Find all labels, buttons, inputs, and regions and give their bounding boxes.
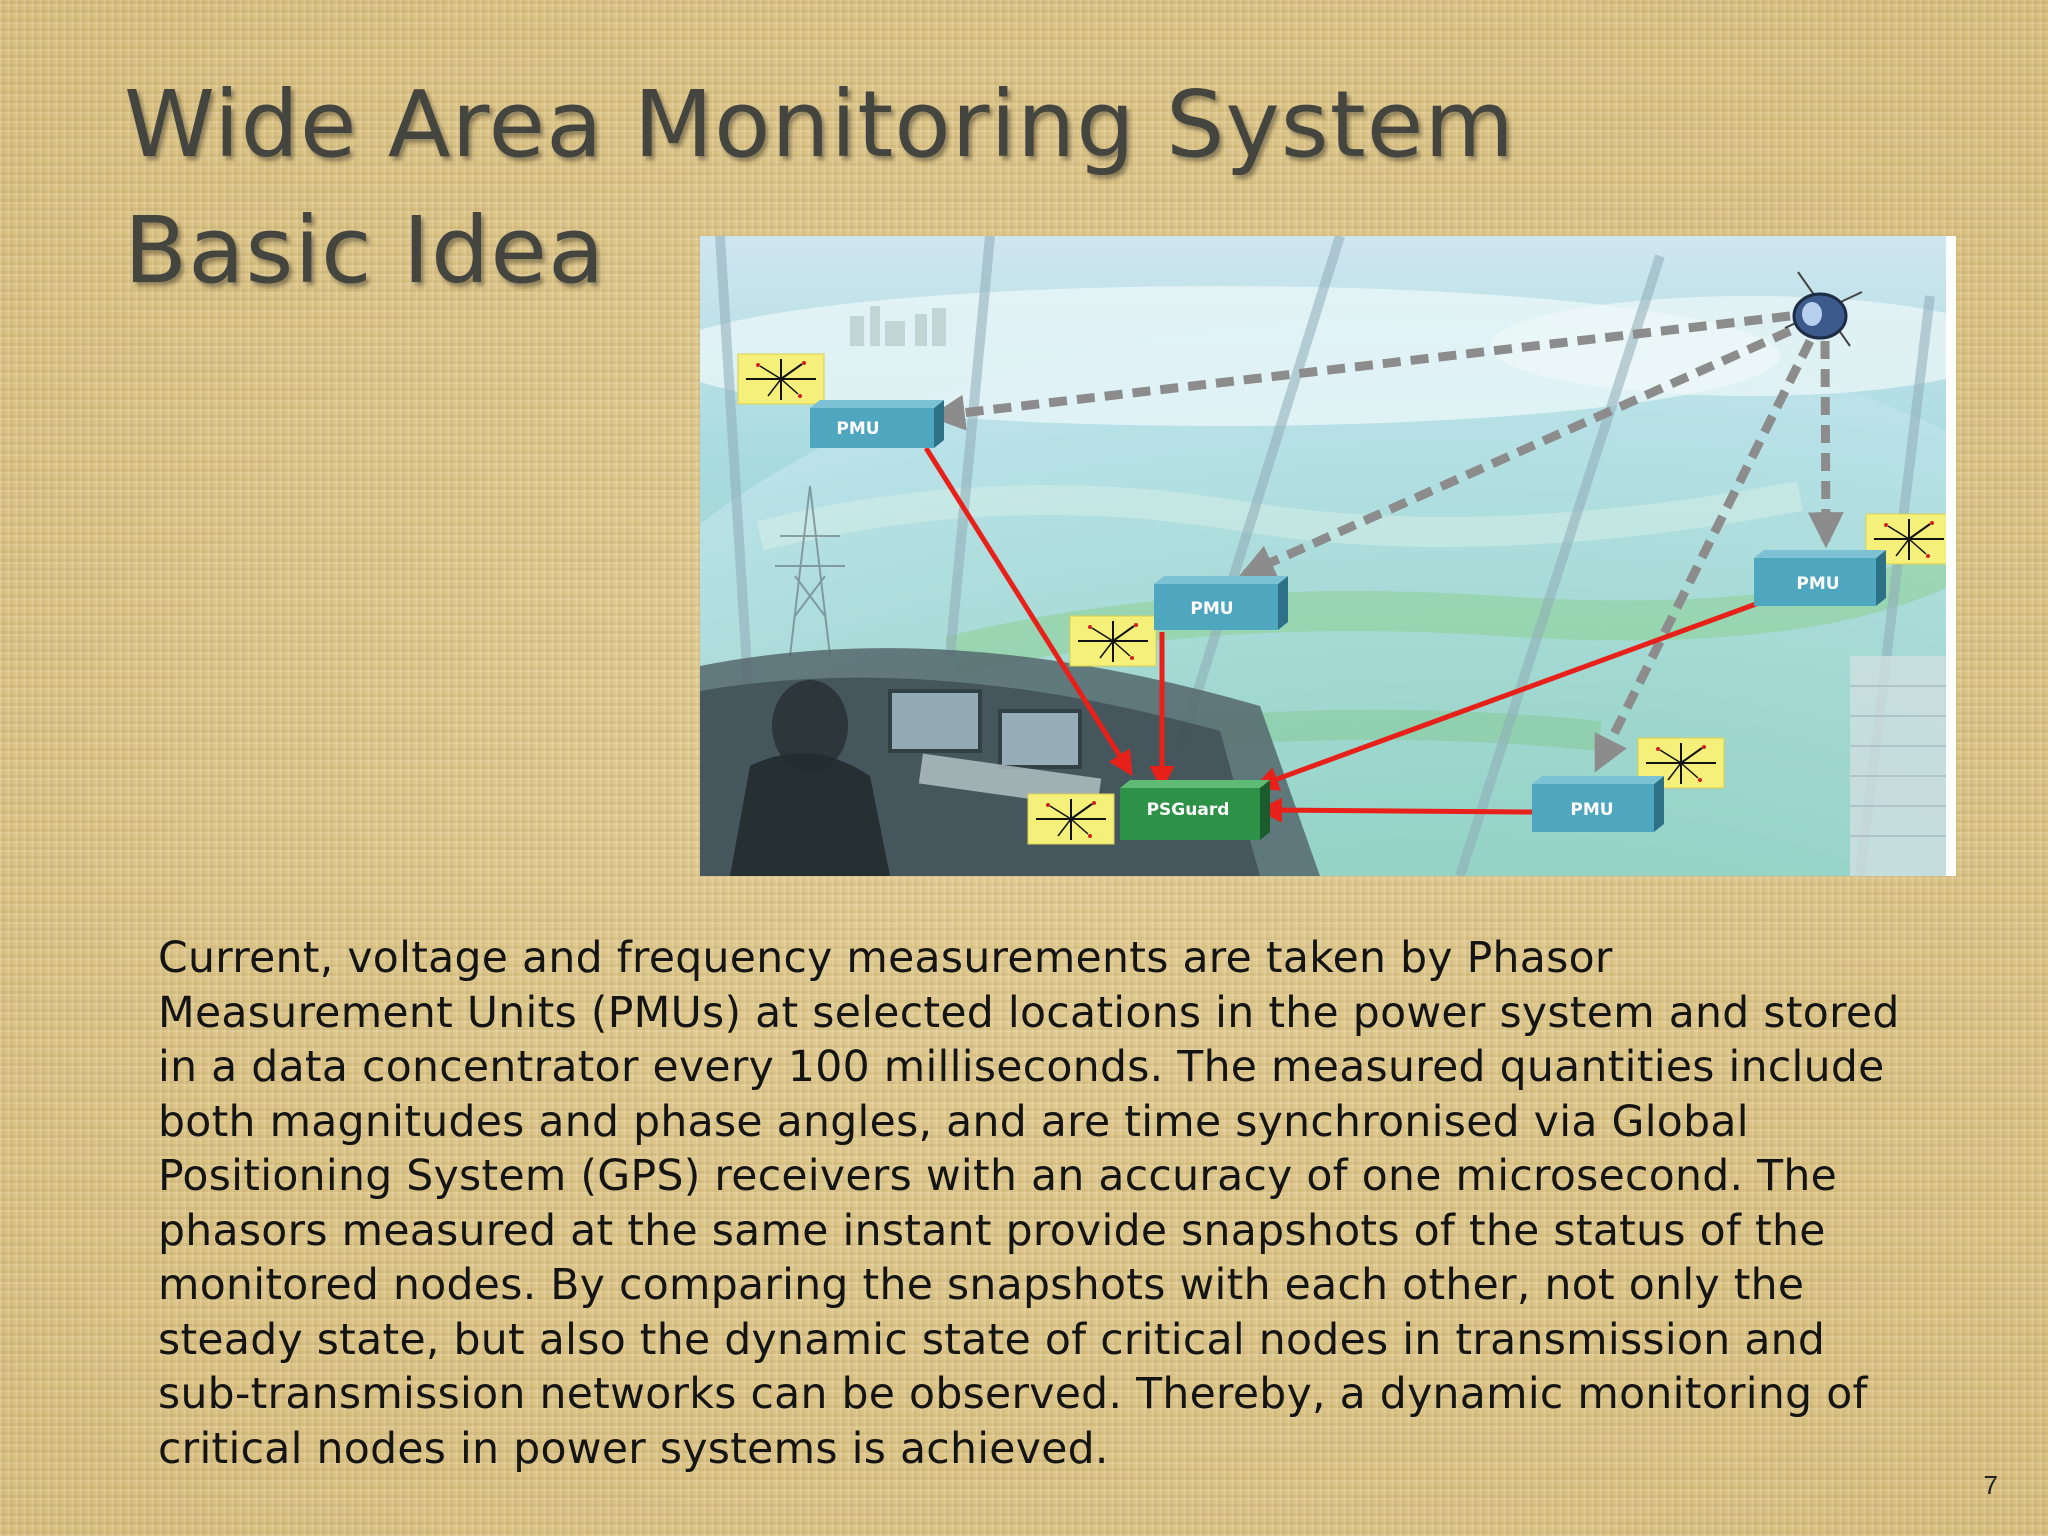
pmu-node: PMU — [1154, 576, 1288, 630]
body-paragraph: Current, voltage and frequency measureme… — [158, 934, 1900, 1474]
satellite-icon — [1784, 271, 1863, 347]
pmu-label: PMU — [1570, 800, 1613, 820]
pmu-label: PMU — [1190, 599, 1233, 619]
psguard-label: PSGuard — [1147, 800, 1230, 820]
pmu-node: PMU — [1532, 776, 1664, 832]
pmu-label: PMU — [836, 419, 879, 439]
page-number: 7 — [1983, 1470, 1998, 1500]
title-line-2: Basic Idea — [124, 197, 606, 304]
wams-diagram: PMU PMU PMU PMU PSGuard — [700, 236, 1956, 876]
psguard-node: PSGuard — [1120, 780, 1270, 840]
pmu-node: PMU — [1754, 550, 1886, 606]
pmu-node: PMU — [810, 400, 944, 448]
gps-links — [928, 311, 1844, 773]
data-links — [923, 446, 1757, 823]
phasor-plot-icon — [737, 353, 825, 405]
phasor-plot-icon — [1069, 615, 1157, 667]
phasor-plot-icon — [1027, 793, 1115, 845]
slide-title: Wide Area Monitoring System Basic Idea — [124, 62, 1724, 314]
pmu-label: PMU — [1796, 574, 1839, 594]
title-line-1: Wide Area Monitoring System — [124, 71, 1516, 178]
